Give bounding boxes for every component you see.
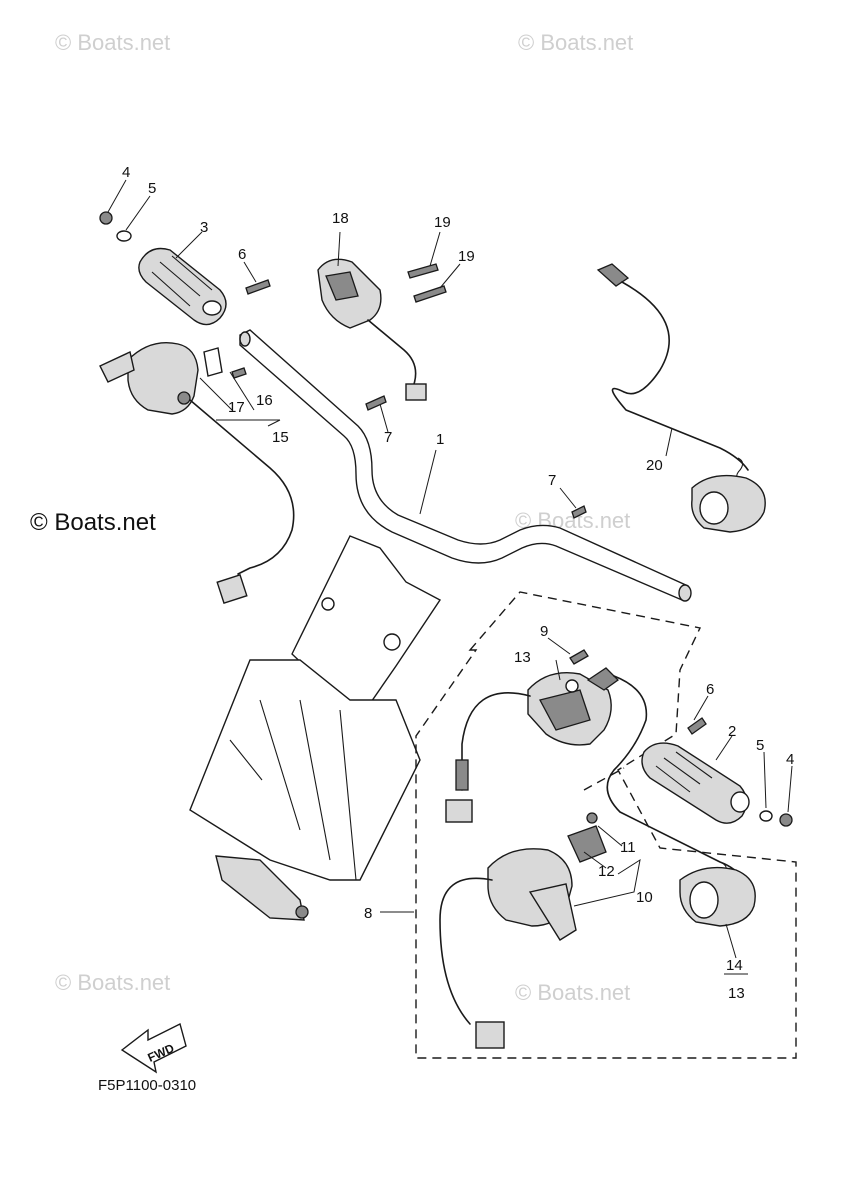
callout-4-left: 4 <box>122 164 130 181</box>
callout-13-lower: 13 <box>728 985 745 1002</box>
callout-9: 9 <box>540 623 548 640</box>
bolts <box>231 279 587 519</box>
watermark-left-middle: © Boats.net <box>30 509 156 536</box>
throttle-housing-part-10 <box>439 812 607 1049</box>
watermark-top-right: © Boats.net <box>518 30 633 55</box>
steering-column <box>189 535 442 921</box>
callouts: 4 5 3 6 18 19 19 17 16 15 7 1 20 7 9 13 … <box>122 164 794 1002</box>
callout-13-upper: 13 <box>514 649 531 666</box>
callout-12: 12 <box>598 863 615 880</box>
callout-7-upper: 7 <box>384 429 392 446</box>
callout-10: 10 <box>636 889 653 906</box>
left-switch-part-15 <box>99 342 295 605</box>
leader-lines <box>107 179 793 975</box>
switch-bracket-part-18 <box>317 258 447 401</box>
callout-2: 2 <box>728 723 736 740</box>
right-switch-assembly-box-part-8 <box>415 591 797 1059</box>
callout-15: 15 <box>272 429 289 446</box>
watermark-top-left: © Boats.net <box>55 30 170 55</box>
callout-11: 11 <box>620 839 636 856</box>
callout-4-right: 4 <box>786 751 794 768</box>
callout-8: 8 <box>364 905 372 922</box>
callout-19-upper: 19 <box>434 214 451 231</box>
right-switch-part-13 <box>445 667 756 927</box>
callout-6-left: 6 <box>238 246 246 263</box>
callout-3: 3 <box>200 219 208 236</box>
diagram-code: F5P1100-0310 <box>98 1077 196 1094</box>
callout-18: 18 <box>332 210 349 227</box>
callout-6-right: 6 <box>706 681 714 698</box>
watermark-bottom-right: © Boats.net <box>515 980 630 1005</box>
watermark-bottom-left: © Boats.net <box>55 970 170 995</box>
callout-19-lower: 19 <box>458 248 475 265</box>
forward-direction-arrow: FWD <box>120 1022 187 1074</box>
callout-1: 1 <box>436 431 444 448</box>
callout-16: 16 <box>256 392 273 409</box>
callout-17: 17 <box>228 399 245 416</box>
right-grip-part-2 <box>569 649 793 827</box>
callout-20: 20 <box>646 457 663 474</box>
callout-7-lower: 7 <box>548 472 556 489</box>
callout-5-right: 5 <box>756 737 764 754</box>
lanyard-part-20 <box>596 263 766 533</box>
callout-5-left: 5 <box>148 180 156 197</box>
left-grip-part-3 <box>99 211 227 326</box>
callout-14: 14 <box>726 957 743 974</box>
handlebar-part-1 <box>239 329 692 602</box>
